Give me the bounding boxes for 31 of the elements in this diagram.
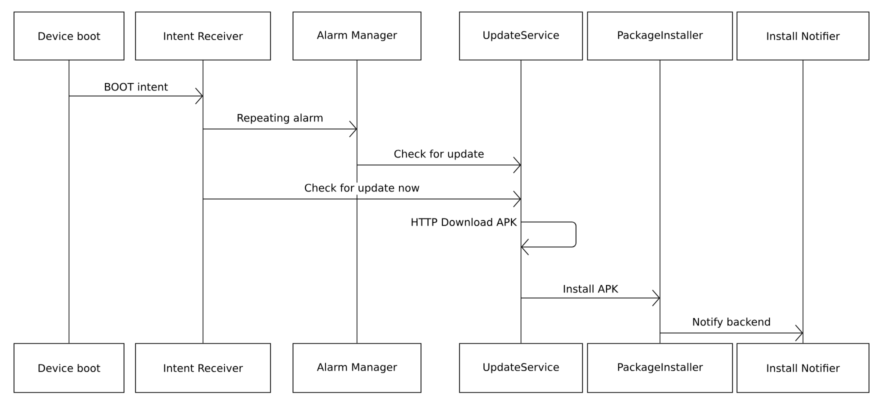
message-label: Check for update now [303, 182, 421, 195]
message-arrow [660, 324, 803, 342]
participant-box: Alarm Manager [292, 343, 422, 393]
message-label: HTTP Download APK [410, 216, 518, 228]
lifeline [202, 60, 204, 344]
message-arrow [202, 190, 521, 208]
lifeline [68, 60, 70, 344]
message-arrow [68, 88, 204, 104]
participant-box: Install Notifier [736, 12, 870, 60]
self-message-arrow [520, 222, 576, 256]
participant-box: Device boot [14, 12, 124, 60]
message-label: Repeating alarm [236, 112, 324, 125]
participant-box: Install Notifier [736, 343, 870, 393]
message-label: BOOT intent [102, 82, 170, 92]
message-arrow [202, 120, 357, 138]
message-label: Notify backend [691, 316, 772, 329]
message-arrow [520, 290, 660, 306]
lifeline [802, 60, 804, 344]
lifeline [520, 60, 522, 344]
lifeline [356, 60, 358, 344]
participant-box: Device boot [14, 343, 124, 393]
participant-box: Alarm Manager [292, 12, 422, 60]
participant-box: UpdateService [459, 343, 583, 393]
message-label: Install APK [562, 284, 620, 294]
participant-box: PackageInstaller [587, 12, 733, 60]
participant-box: Intent Receiver [135, 343, 271, 393]
message-arrow [356, 156, 521, 174]
participant-box: Intent Receiver [135, 12, 271, 60]
participant-box: UpdateService [459, 12, 583, 60]
participant-box: PackageInstaller [587, 343, 733, 393]
message-label: Check for update [392, 148, 486, 161]
